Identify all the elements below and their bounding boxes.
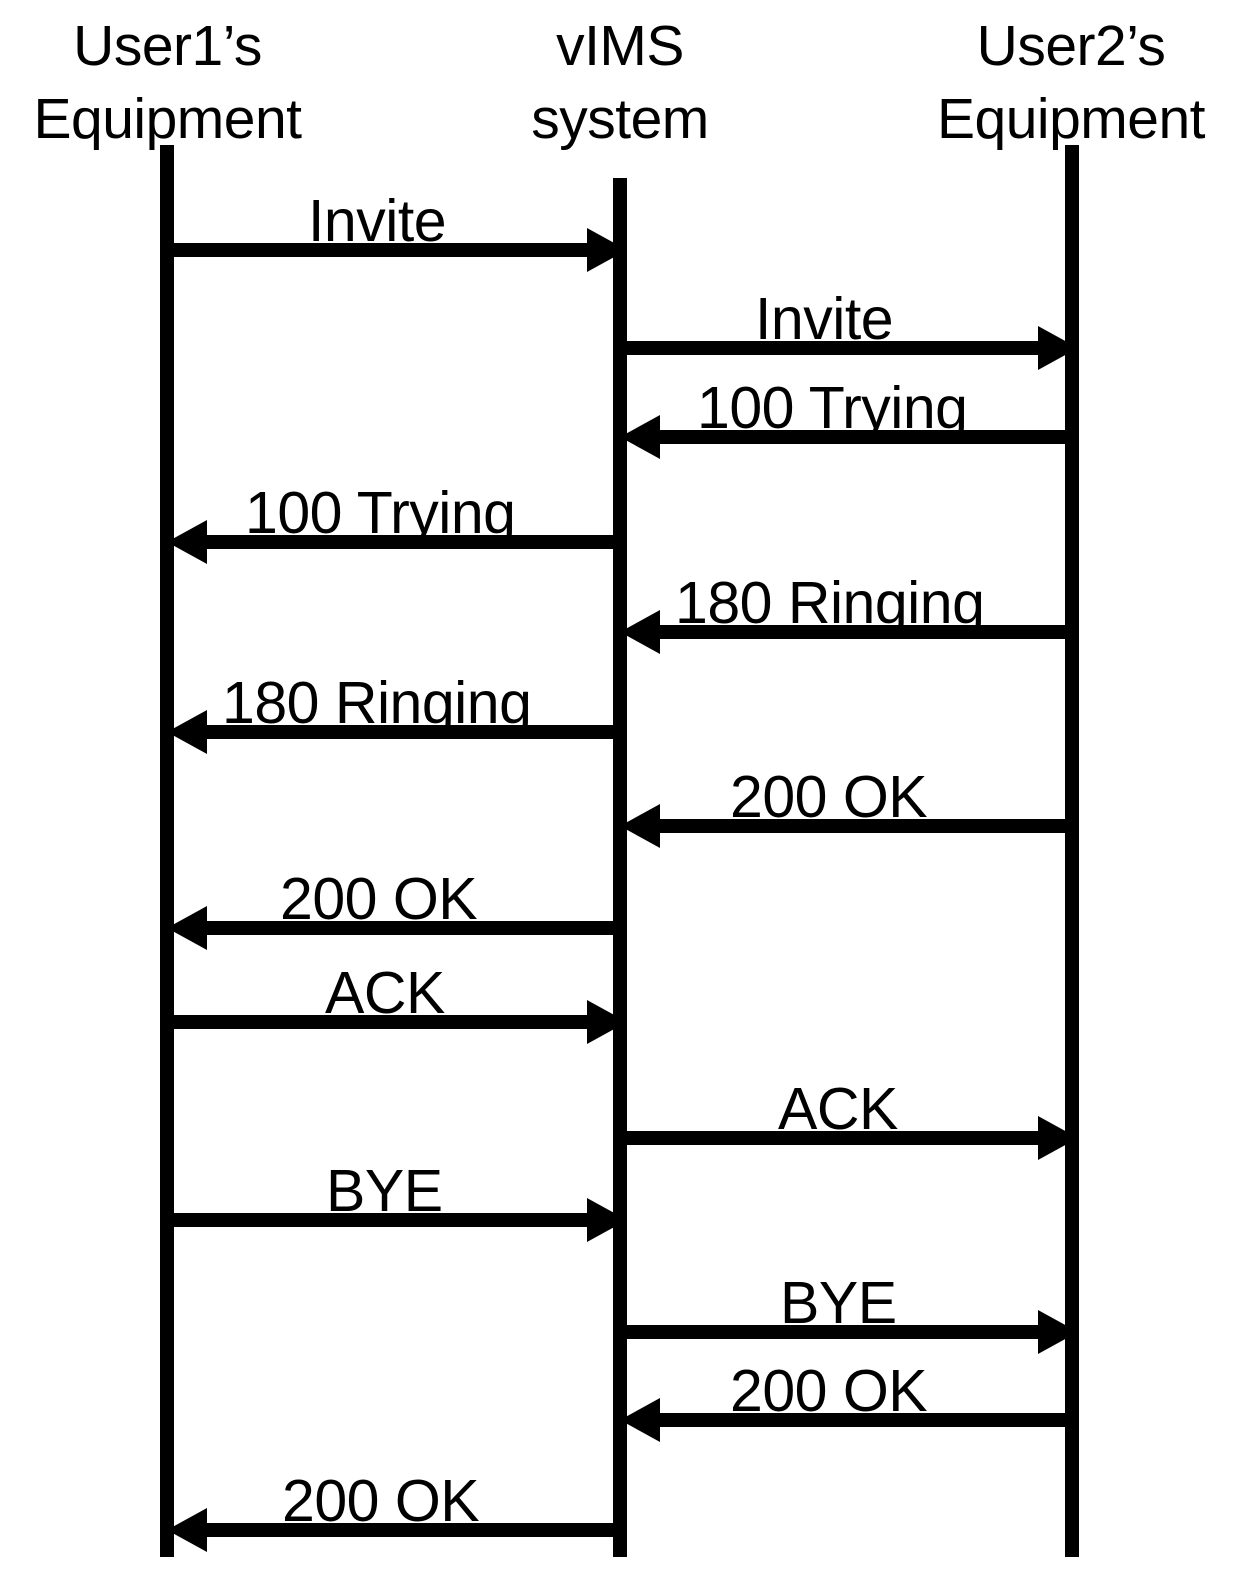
message-label-ack-1: ACK [325, 960, 445, 1026]
lifeline-header-user2: User2’s Equipment [936, 14, 1206, 151]
message-label-180-ringing-1: 180 Ringing [675, 570, 985, 636]
message-label-200-ok-4: 200 OK [282, 1468, 480, 1534]
message-label-invite-2: Invite [755, 286, 894, 352]
message-arrow-200-ok-1 [620, 804, 1078, 848]
message-label-180-ringing-2: 180 Ringing [222, 670, 532, 736]
message-arrow-100-trying-1 [620, 415, 1078, 459]
message-label-100-trying-2: 100 Trying [245, 480, 516, 546]
message-arrow-100-trying-2 [167, 520, 627, 564]
lifeline-header-user1: User1’s Equipment [33, 14, 302, 151]
message-label-200-ok-3: 200 OK [730, 1358, 928, 1424]
lifeline-vims [613, 178, 627, 1557]
message-arrow-bye-1 [167, 1198, 627, 1242]
message-label-bye-1: BYE [326, 1158, 443, 1224]
message-arrow-ack-2 [620, 1116, 1078, 1160]
message-arrow-invite-1 [167, 228, 627, 272]
message-arrow-200-ok-4 [167, 1508, 627, 1552]
message-arrow-200-ok-2 [167, 906, 627, 950]
message-label-invite-1: Invite [308, 188, 447, 254]
message-arrow-invite-2 [620, 326, 1078, 370]
message-arrow-bye-2 [620, 1310, 1078, 1354]
message-label-200-ok-1: 200 OK [730, 764, 928, 830]
message-arrow-ack-1 [167, 1000, 627, 1044]
lifeline-header-vims: vIMS system [531, 14, 709, 151]
message-label-100-trying-1: 100 Trying [697, 375, 968, 441]
message-arrow-200-ok-3 [620, 1398, 1078, 1442]
message-label-ack-2: ACK [778, 1076, 898, 1142]
message-label-200-ok-2: 200 OK [280, 866, 478, 932]
message-arrow-180-ringing-2 [167, 710, 627, 754]
lifeline-user2 [1065, 145, 1079, 1557]
message-arrow-180-ringing-1 [620, 610, 1078, 654]
message-label-bye-2: BYE [780, 1270, 897, 1336]
lifeline-user1 [160, 145, 174, 1557]
